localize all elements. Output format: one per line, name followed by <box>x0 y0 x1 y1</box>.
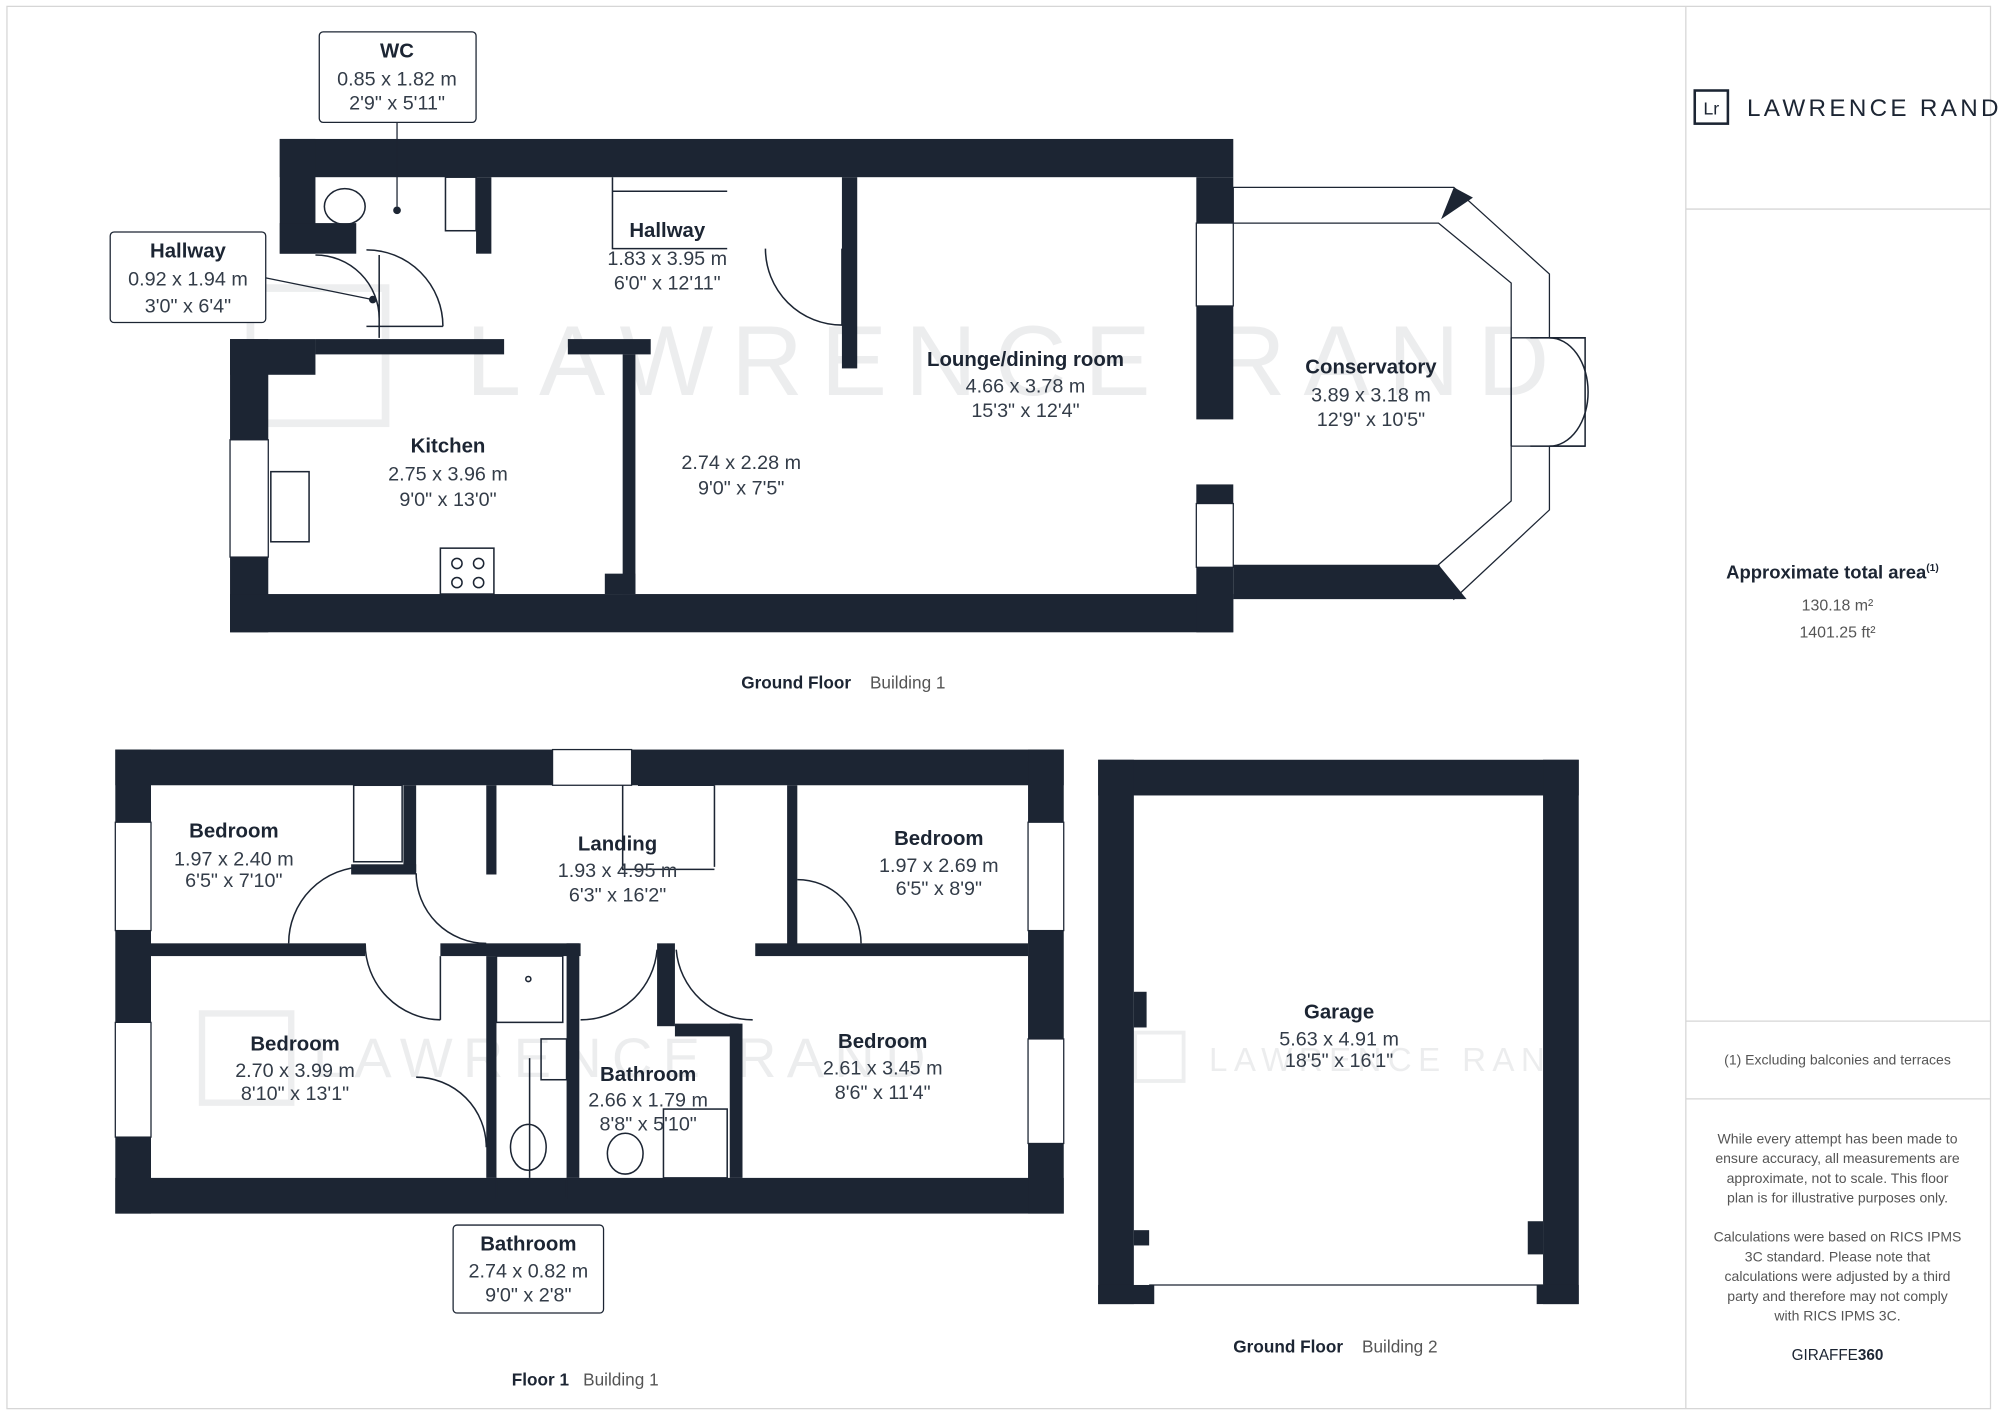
disclaimer-line: calculations were adjusted by a third <box>1725 1268 1951 1284</box>
watermark-text: LAWRENCE RAND <box>466 306 1567 417</box>
room-name: Garage <box>1304 1002 1374 1024</box>
room-dimensions-metric: 2.74 x 0.82 m <box>468 1260 588 1282</box>
total-area-ft2: 1401.25 ft² <box>1799 624 1875 641</box>
room-dimensions-imperial: 9'0" x 2'8" <box>485 1285 571 1307</box>
room-name: Bathroom <box>600 1064 696 1086</box>
floor-caption-building: Building 1 <box>870 672 946 692</box>
floor-caption-name: Ground Floor <box>741 672 851 692</box>
room-name: Bedroom <box>250 1033 339 1055</box>
room-dimensions-imperial: 15'3" x 12'4" <box>971 400 1079 422</box>
disclaimer: While every attempt has been made to ensu… <box>1714 1130 1962 1323</box>
room-dimensions-imperial: 9'0" x 7'5" <box>698 478 784 500</box>
room-dimensions-imperial: 6'3" x 16'2" <box>569 884 666 906</box>
room-dimensions-imperial: 8'6" x 11'4" <box>835 1082 931 1104</box>
room-name: Kitchen <box>411 436 486 458</box>
room-dimensions-imperial: 18'5" x 16'1" <box>1285 1050 1393 1072</box>
floor-1-building-1-plan <box>114 748 1065 1214</box>
room-dimensions-metric: 5.63 x 4.91 m <box>1279 1028 1399 1050</box>
room-dimensions-imperial: 3'0" x 6'4" <box>145 295 231 317</box>
floor-caption-name: Ground Floor <box>1233 1337 1343 1357</box>
room-dimensions-imperial: 2'9" x 5'11" <box>349 93 445 115</box>
room-name: Landing <box>578 833 657 855</box>
room-name: Bedroom <box>894 828 983 850</box>
room-dimensions-metric: 2.61 x 3.45 m <box>823 1058 943 1080</box>
room-dimensions-metric: 1.93 x 4.95 m <box>558 860 678 882</box>
room-dimensions-imperial: 6'5" x 7'10" <box>185 870 282 892</box>
brand-logo: Lr LAWRENCE RAND <box>1693 89 2000 125</box>
room-dimensions-metric: 2.75 x 3.96 m <box>388 464 508 486</box>
room-name: Conservatory <box>1305 357 1437 379</box>
disclaimer-line: ensure accuracy, all measurements are <box>1715 1150 1960 1166</box>
room-dimensions-metric: 2.74 x 2.28 m <box>681 452 801 474</box>
room-name: WC <box>380 40 414 62</box>
room-dimensions-metric: 4.66 x 3.78 m <box>966 376 1086 398</box>
logo-mark: Lr <box>1703 99 1719 119</box>
bathroom-small-label-box <box>452 1224 605 1314</box>
floor-caption-building: Building 1 <box>583 1370 659 1390</box>
room-name: Lounge/dining room <box>927 349 1124 371</box>
disclaimer-line: with RICS IPMS 3C. <box>1773 1308 1900 1324</box>
room-dimensions-imperial: 9'0" x 13'0" <box>399 489 496 511</box>
disclaimer-line: plan is for illustrative purposes only. <box>1727 1190 1948 1206</box>
disclaimer-line: While every attempt has been made to <box>1718 1130 1958 1146</box>
room-dimensions-metric: 3.89 x 3.18 m <box>1311 385 1431 407</box>
watermark-text: LAWRENCE RAND <box>313 1026 936 1089</box>
room-name: Bedroom <box>189 821 278 843</box>
room-dimensions-metric: 2.66 x 1.79 m <box>588 1090 708 1112</box>
room-dimensions-metric: 0.85 x 1.82 m <box>337 68 457 90</box>
room-dimensions-imperial: 8'10" x 13'1" <box>241 1083 349 1105</box>
total-area-m2: 130.18 m² <box>1802 598 1874 615</box>
footnote: (1) Excluding balconies and terraces <box>1724 1051 1951 1067</box>
room-dimensions-imperial: 6'5" x 8'9" <box>896 878 982 900</box>
room-dimensions-metric: 2.70 x 3.99 m <box>235 1060 355 1082</box>
room-dimensions-metric: 1.97 x 2.69 m <box>879 855 999 877</box>
room-dimensions-metric: 1.83 x 3.95 m <box>607 248 727 270</box>
room-labels: WC 0.85 x 1.82 m 2'9" x 5'11" Hallway 0.92 x… <box>128 40 1437 1306</box>
hallway-small-label-box <box>109 231 267 324</box>
ground-floor-building-1-plan <box>229 138 1589 633</box>
room-name: Hallway <box>150 241 227 263</box>
disclaimer-line: approximate, not to scale. This floor <box>1727 1170 1949 1186</box>
room-dimensions-metric: 0.92 x 1.94 m <box>128 269 248 291</box>
room-dimensions-imperial: 12'9" x 10'5" <box>1317 409 1425 431</box>
disclaimer-line: Calculations were based on RICS IPMS <box>1714 1229 1962 1245</box>
info-panel: Lr LAWRENCE RAND Approximate total area(… <box>1685 6 2000 1409</box>
giraffe360-credit: GIRAFFE360 <box>1792 1347 1884 1364</box>
brand-name: LAWRENCE RAND <box>1747 95 2000 122</box>
disclaimer-line: 3C standard. Please note that <box>1745 1248 1931 1264</box>
room-name: Bathroom <box>480 1234 576 1256</box>
room-dimensions-imperial: 8'8" x 5'10" <box>599 1114 696 1136</box>
watermark-text: LAWRENCE RAND <box>1209 1042 1581 1079</box>
room-dimensions-metric: 1.97 x 2.40 m <box>174 849 294 871</box>
room-name: Hallway <box>629 220 706 242</box>
garage-plan <box>1098 759 1579 1305</box>
disclaimer-line: party and therefore may not comply <box>1727 1288 1947 1304</box>
room-name: Bedroom <box>838 1031 927 1053</box>
floor-caption-name: Floor 1 <box>512 1370 570 1390</box>
total-area-title: Approximate total area(1) <box>1726 562 1939 583</box>
floor-caption-building: Building 2 <box>1362 1337 1438 1357</box>
room-dimensions-imperial: 6'0" x 12'11" <box>614 272 721 294</box>
